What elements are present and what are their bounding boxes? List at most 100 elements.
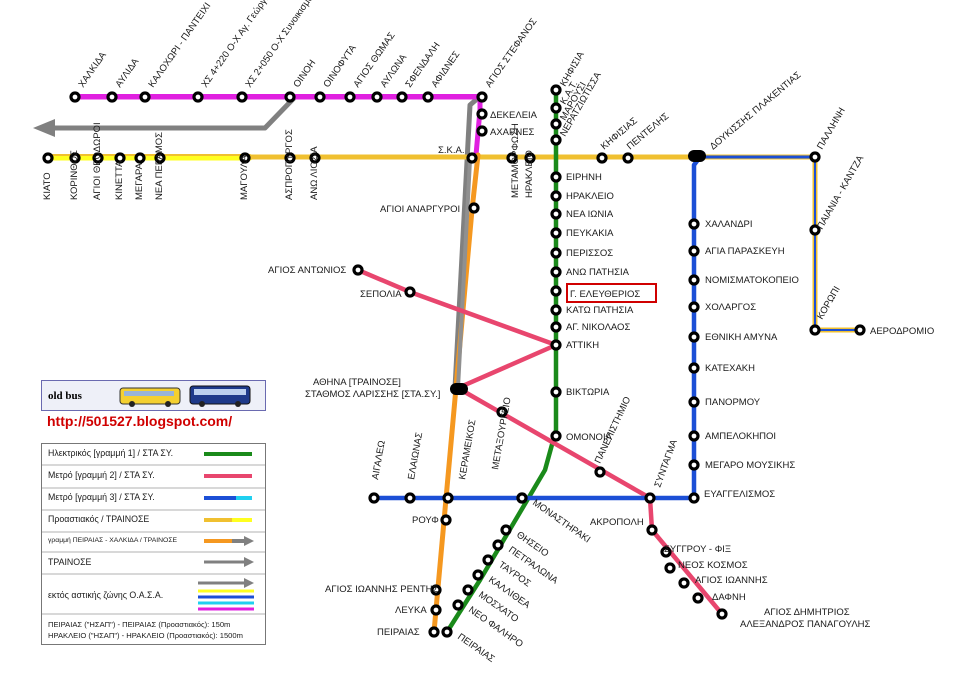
station-label: ΑΤΤΙΚΗ: [566, 340, 599, 351]
station-dot: [466, 152, 478, 164]
station-label: ΟΜΟΝΟΙΑ: [566, 432, 613, 443]
station-label: ΡΟΥΦ: [412, 515, 439, 526]
station-label: ΑΝΩ ΛΙΟΣΙΑ: [309, 146, 320, 200]
highlighted-station-box: [566, 283, 657, 303]
station-dot: [622, 152, 634, 164]
station-dot: [309, 152, 321, 164]
station-label: ΕΘΝΙΚΗ ΑΜΥΝΑ: [705, 332, 778, 343]
station-dot: [516, 492, 528, 504]
station-label: ΠΕΙΡΑΙΑΣ: [455, 631, 496, 665]
station-dot: [428, 626, 440, 638]
station-label: ΟΙΝΟΗ: [291, 58, 318, 90]
station-label: ΒΙΚΤΩΡΙΑ: [566, 387, 610, 398]
station-label: ΑΕΡΟΔΡΟΜΙΟ: [870, 326, 934, 337]
station-label: ΠΑΙΑΝΙΑ - ΚΑΝΤΖΑ: [815, 153, 867, 231]
station-label: ΔΑΦΝΗ: [712, 592, 746, 603]
station-label: ΝΕΑ ΙΩΝΙΑ: [566, 209, 614, 220]
station-label: Γ. ΕΛΕΥΘΕΡΙΟΣ: [570, 289, 640, 300]
station-dot: [644, 492, 656, 504]
station-dot: [239, 152, 251, 164]
station-label: ΑΓΙΑ ΠΑΡΑΣΚΕΥΗ: [705, 246, 785, 257]
station-dot: [352, 264, 364, 276]
station-dot: [688, 362, 700, 374]
line1-green: [444, 87, 559, 635]
station-dot: [550, 430, 562, 442]
station-dot: [550, 266, 562, 278]
station-label: ΑΛΕΞΑΝΔΡΟΣ ΠΑΝΑΓΟΥΛΗΣ: [740, 619, 871, 630]
station-dot: [404, 492, 416, 504]
larissis-interchange: [450, 383, 468, 395]
station-label: ΜΕΓΑΡΟ ΜΟΥΣΙΚΗΣ: [705, 460, 795, 471]
station-label: ΣΥΝΤΑΓΜΑ: [652, 438, 680, 489]
station-dot: [550, 118, 562, 130]
station-label: ΧΑΛΑΝΔΡΙ: [705, 219, 753, 230]
station-label: ΑΝΩ ΠΑΤΗΣΙΑ: [566, 267, 630, 278]
legend-note-pireas: ΠΕΙΡΑΙΑΣ ("ΗΣΑΠ") - ΠΕΙΡΑΙΑΣ (Προαστιακό…: [48, 620, 231, 629]
station-dot: [452, 599, 464, 611]
station-dot: [468, 202, 480, 214]
legend-item-outside-zone: εκτός αστικής ζώνης Ο.Α.Σ.Α.: [48, 590, 164, 600]
station-dot: [106, 91, 118, 103]
station-label: ΕΛΑΙΩΝΑΣ: [406, 431, 425, 480]
station-dot: [688, 331, 700, 343]
station-dot: [462, 584, 474, 596]
station-label: ΚΕΡΑΜΕΙΚΟΣ: [457, 419, 478, 481]
station-dot: [442, 492, 454, 504]
station-dot: [440, 514, 452, 526]
station-dot: [114, 152, 126, 164]
station-label: ΔΕΚΕΛΕΙΑ: [490, 110, 538, 121]
legend-item-line3: Μετρό [γραμμή 3] / ΣΤΑ ΣΥ.: [48, 492, 155, 502]
station-dot: [664, 562, 676, 574]
station-dot: [688, 459, 700, 471]
station-label: ΚΑΤΩ ΠΑΤΗΣΙΑ: [566, 305, 634, 316]
station-dot: [688, 396, 700, 408]
station-dot: [809, 151, 821, 163]
station-dot: [284, 152, 296, 164]
station-dot: [692, 592, 704, 604]
blog-url-link[interactable]: http://501527.blogspot.com/: [47, 413, 233, 429]
station-dot: [92, 152, 104, 164]
legend-item-chalkida: γραμμή ΠΕΙΡΑΙΑΣ - ΧΑΛΚΙΔΑ / ΤΡΑΙΝΟΣΕ: [48, 537, 178, 544]
station-label: ΑΥΛΙΔΑ: [113, 56, 141, 90]
station-dot: [368, 492, 380, 504]
bus-icon: [119, 385, 251, 407]
station-label: ΠΑΝΕΠΙΣΤΗΜΙΟ: [593, 395, 634, 465]
station-dot: [550, 227, 562, 239]
station-label: ΣΤΑΘΜΟΣ ΛΑΡΙΣΣΗΣ [ΣΤΑ.ΣΥ.]: [305, 389, 440, 400]
station-dot: [550, 386, 562, 398]
legend-note-irakleio: ΗΡΑΚΛΕΙΟ ("ΗΣΑΠ") - ΗΡΑΚΛΕΙΟ (Προαστιακό…: [48, 631, 243, 640]
station-dot: [550, 285, 562, 297]
station-label: ΧΑΛΚΙΔΑ: [76, 50, 109, 90]
station-dot: [422, 91, 434, 103]
station-label: ΑΓΙΟΣ ΙΩΑΝΝΗΣ: [695, 575, 768, 586]
station-dot: [69, 91, 81, 103]
station-label: ΑΓΙΟΙ ΑΝΑΡΓΥΡΟΙ: [380, 204, 460, 215]
station-label: ΕΥΑΓΓΕΛΙΣΜΟΣ: [704, 489, 775, 500]
station-dot: [688, 492, 700, 504]
station-label: ΕΙΡΗΝΗ: [566, 172, 602, 183]
station-dot: [476, 91, 488, 103]
station-dot: [192, 91, 204, 103]
station-dot: [550, 134, 562, 146]
station-label: ΚΑΤΕΧΑΚΗ: [705, 363, 755, 374]
station-dot: [550, 339, 562, 351]
station-label: ΗΡΑΚΛΕΙΟ: [566, 191, 614, 202]
station-dot: [809, 224, 821, 236]
station-dot: [596, 152, 608, 164]
chalkida-line: [72, 94, 483, 158]
station-label: ΚΟΡΩΠΙ: [815, 284, 843, 321]
station-label: ΑΧΑΡΝΕΣ: [490, 127, 535, 138]
station-dot: [482, 554, 494, 566]
west-arrow-icon: [33, 119, 55, 137]
station-label: ΗΡΑΚΛΕΙΟ: [524, 150, 535, 198]
station-dot: [550, 84, 562, 96]
station-label: ΣΥΓΓΡΟΥ - ΦΙΞ: [664, 544, 731, 555]
station-dot: [396, 91, 408, 103]
station-dot: [688, 274, 700, 286]
station-label: ΑΜΠΕΛΟΚΗΠΟΙ: [705, 431, 776, 442]
station-dot: [430, 604, 442, 616]
station-label: ΑΚΡΟΠΟΛΗ: [590, 517, 644, 528]
station-dot: [550, 190, 562, 202]
legend-item-suburban: Προαστιακός / ΤΡΑΙΝΟΣΕ: [48, 514, 150, 524]
